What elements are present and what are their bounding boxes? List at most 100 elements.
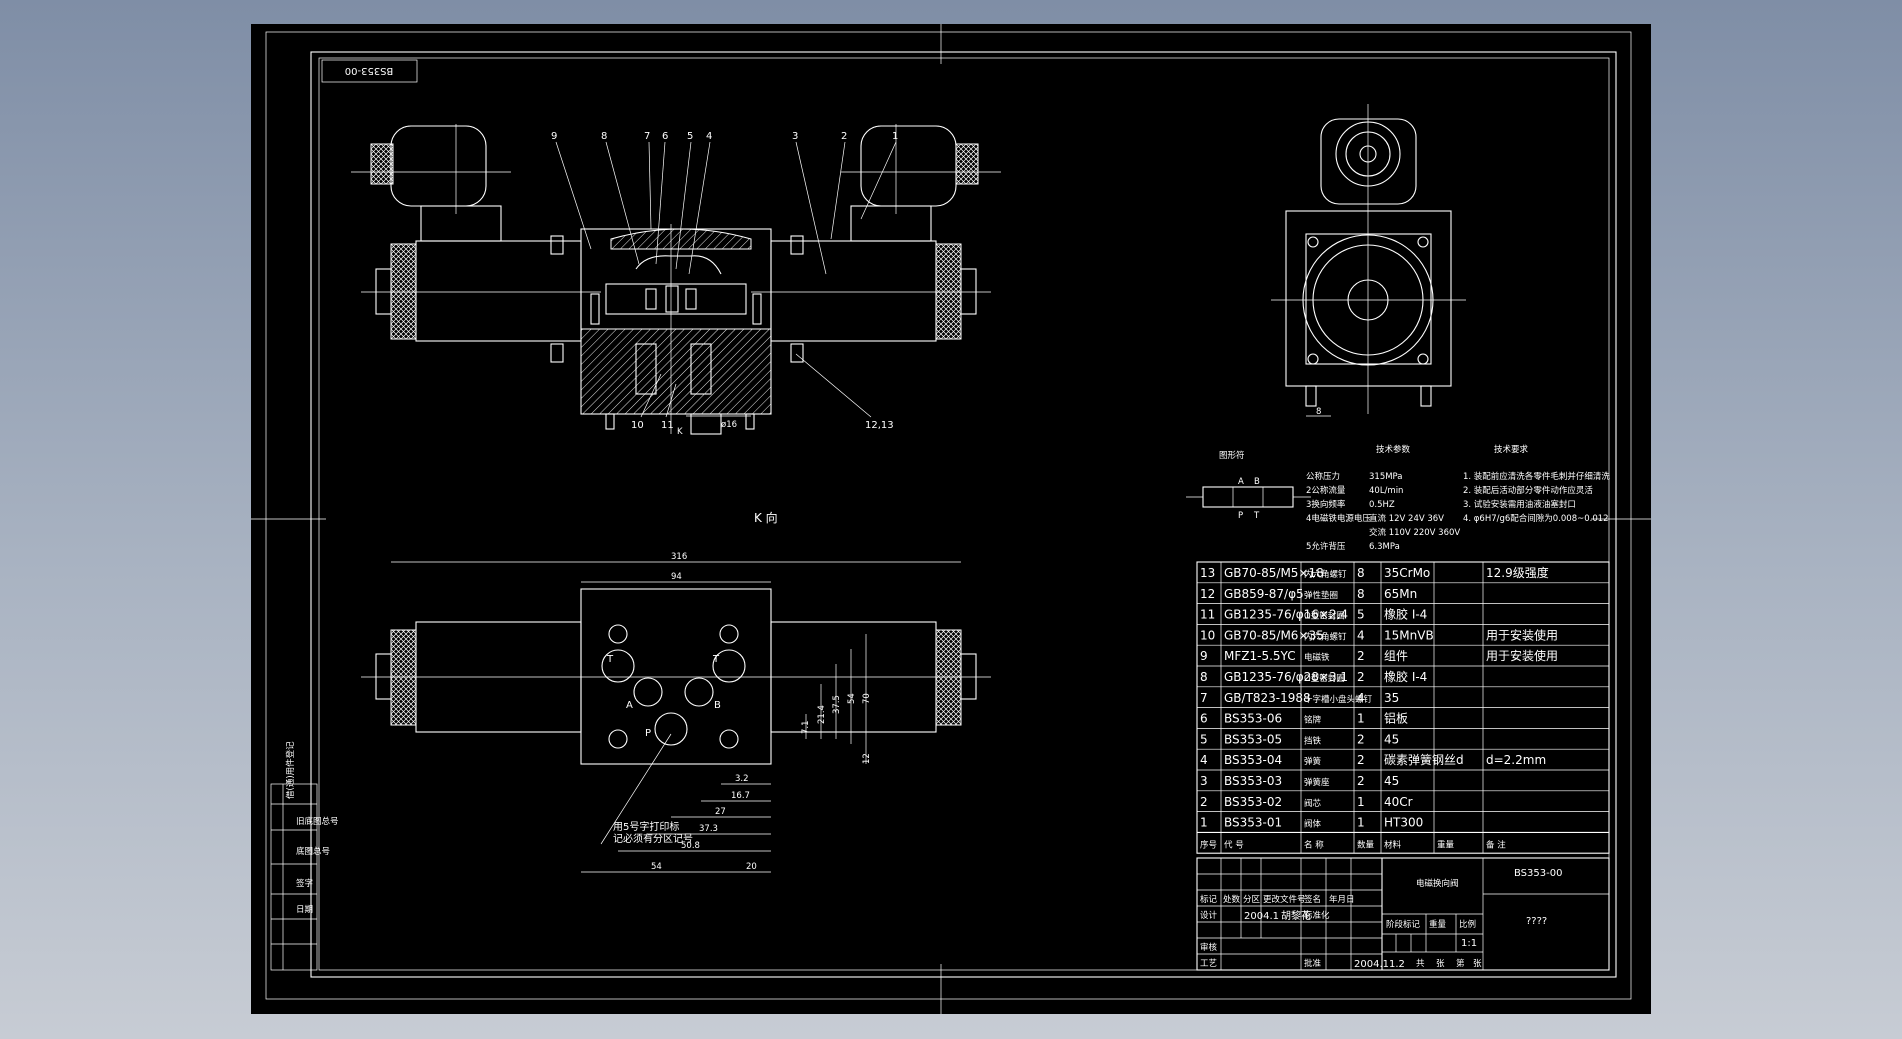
param-1-name: 2公称流量 bbox=[1306, 485, 1346, 496]
param-5-value: 6.3MPa bbox=[1369, 542, 1400, 552]
tb-count: 处数 bbox=[1223, 894, 1241, 905]
bom-cell: 13 bbox=[1200, 566, 1215, 580]
bom-cell: 6 bbox=[1200, 712, 1208, 726]
bom-cell: 碳素弹簧钢丝d bbox=[1384, 752, 1464, 767]
bom-cell: 1 bbox=[1357, 816, 1365, 830]
cad-viewport[interactable]: BS353-00 借(通)用件登记 旧底图总号 底图总号 签字 日期 bbox=[251, 24, 1651, 1014]
k-dim-94: 94 bbox=[671, 572, 682, 582]
bom-cell: BS353-01 bbox=[1224, 816, 1282, 830]
tb-scale-label: 比例 bbox=[1459, 919, 1476, 930]
tb-designer: 胡黎花 bbox=[1281, 909, 1311, 922]
tech-block: 图形符 A B P T 技术参数 公称压力 315MPa 2公称流量 40L/m… bbox=[1186, 444, 1610, 552]
bom-cell: 5 bbox=[1357, 608, 1365, 622]
bom-cell: 8 bbox=[1357, 566, 1365, 580]
tb-sheet: 张 bbox=[1436, 959, 1445, 969]
bom-cell: 12.9级强度 bbox=[1486, 565, 1549, 580]
bom-cell: 2 bbox=[1357, 732, 1365, 746]
bom-cell: 11 bbox=[1200, 608, 1215, 622]
param-4-value: 交流 110V 220V 360V bbox=[1369, 527, 1460, 538]
req-2: 3. 试验安装需用油液油塞封口 bbox=[1463, 499, 1576, 510]
port-a: A bbox=[626, 700, 633, 711]
bom-cell: 4 bbox=[1200, 753, 1208, 767]
bom-cell: 弹簧 bbox=[1304, 756, 1322, 767]
req-title: 技术要求 bbox=[1494, 444, 1529, 455]
k-dim-70: 70 bbox=[862, 693, 872, 704]
k-dim-3-2: 3.2 bbox=[735, 774, 749, 784]
bom-cell: 9 bbox=[1200, 649, 1208, 663]
callout-7: 7 bbox=[644, 131, 650, 142]
k-arrow-label: K bbox=[677, 427, 683, 437]
callout-1: 1 bbox=[892, 131, 898, 142]
tb-check: 审核 bbox=[1200, 942, 1218, 953]
req-3: 4. φ6H7/g6配合间隙为0.008~0.012 bbox=[1463, 513, 1609, 524]
bom-cell: O型密封圈 bbox=[1304, 673, 1345, 684]
k-dim-54: 54 bbox=[847, 693, 857, 704]
port-t-right: T bbox=[712, 654, 720, 665]
side-view: 8 bbox=[1271, 104, 1466, 417]
tb-sign: 签名 bbox=[1304, 894, 1321, 905]
bom-cell: 10 bbox=[1200, 628, 1215, 642]
bom-cell: 十字槽小盘头螺钉 bbox=[1304, 694, 1373, 705]
tb-ymd: 年月日 bbox=[1329, 894, 1355, 905]
bom-cell: 铝板 bbox=[1384, 711, 1408, 726]
bom-cell: d=2.2mm bbox=[1486, 753, 1546, 767]
callout-8: 8 bbox=[601, 131, 607, 142]
param-2-value: 0.5HZ bbox=[1369, 500, 1395, 510]
bom-cell: 15MnVB bbox=[1384, 628, 1434, 642]
tb-unknown: ???? bbox=[1526, 916, 1547, 927]
symbol-title: 图形符 bbox=[1219, 450, 1245, 461]
bom-header-cell: 重量 bbox=[1437, 839, 1455, 850]
bom-cell: 组件 bbox=[1384, 649, 1408, 663]
k-view-label: K 向 bbox=[754, 510, 778, 525]
bom-cell: 用于安装使用 bbox=[1486, 627, 1558, 642]
bom-cell: BS353-03 bbox=[1224, 774, 1282, 788]
callout-6: 6 bbox=[662, 131, 668, 142]
bom-cell: BS353-06 bbox=[1224, 712, 1282, 726]
bom-cell: 7 bbox=[1200, 691, 1208, 705]
k-view: 316 94 T T A B P 70 54 37.5 bbox=[361, 552, 991, 873]
req-0: 1. 装配前应清洗各零件毛刺并仔细清洗 bbox=[1463, 471, 1610, 482]
bom-cell: 1 bbox=[1357, 712, 1365, 726]
tb-mark: 标记 bbox=[1200, 894, 1218, 905]
bom-cell: 45 bbox=[1384, 774, 1399, 788]
tb-sheet2: 张 bbox=[1473, 959, 1482, 969]
bom-cell: 65Mn bbox=[1384, 587, 1417, 601]
left-side-strip: 借(通)用件登记 旧底图总号 底图总号 签字 日期 bbox=[270, 741, 339, 971]
tb-design: 设计 bbox=[1200, 910, 1218, 921]
symbol-a: A bbox=[1238, 477, 1244, 487]
bom-cell: GB70-85/M6×35 bbox=[1224, 628, 1324, 642]
bom-cell: 35CrMo bbox=[1384, 566, 1430, 580]
bom-cell: 4 bbox=[1357, 628, 1365, 642]
param-5-name: 5允许背压 bbox=[1306, 541, 1346, 552]
tb-std: 标准化 bbox=[1304, 910, 1330, 921]
param-1-value: 40L/min bbox=[1369, 486, 1403, 496]
k-dim-50-8: 50.8 bbox=[681, 841, 700, 851]
param-2-name: 3换向频率 bbox=[1306, 499, 1346, 510]
param-0-value: 315MPa bbox=[1369, 472, 1403, 482]
k-note-line-1: 用5号字打印标 bbox=[613, 820, 679, 833]
strip-label-4: 日期 bbox=[296, 905, 313, 915]
bom-cell: 5 bbox=[1200, 732, 1208, 746]
tb-weight: 重量 bbox=[1429, 919, 1447, 930]
front-section-view: 9 8 7 6 5 4 3 2 1 10 11 12,13 ø16 K bbox=[351, 124, 1001, 437]
bom-cell: 橡胶 I-4 bbox=[1384, 669, 1427, 684]
callout-11: 11 bbox=[661, 420, 674, 431]
bom-cell: 12 bbox=[1200, 587, 1215, 601]
port-p: P bbox=[645, 728, 651, 739]
bom-cell: 1 bbox=[1200, 816, 1208, 830]
callout-9: 9 bbox=[551, 131, 557, 142]
bom-cell: 内六角螺钉 bbox=[1304, 631, 1347, 642]
bom-cell: O型密封圈 bbox=[1304, 611, 1345, 622]
k-dim-12: 12 bbox=[862, 753, 872, 764]
bom-cell: GB859-87/φ5 bbox=[1224, 587, 1304, 601]
tb-stage-mark: 阶段标记 bbox=[1386, 919, 1421, 930]
sheet-border bbox=[251, 24, 1651, 1014]
strip-label-1: 旧底图总号 bbox=[296, 816, 339, 827]
bom-header-cell: 名 称 bbox=[1304, 839, 1324, 850]
bom-cell: 2 bbox=[1357, 649, 1365, 663]
k-dim-37-3: 37.3 bbox=[699, 824, 718, 834]
bom-cell: 阀芯 bbox=[1304, 798, 1322, 809]
bom-cell: GB1235-76/φ16×2.4 bbox=[1224, 608, 1348, 622]
bom-cell: 8 bbox=[1357, 587, 1365, 601]
